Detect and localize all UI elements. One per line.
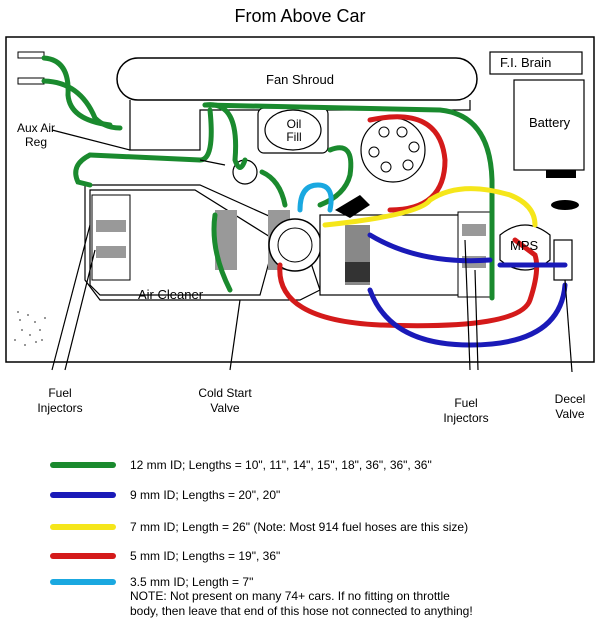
injector-right-1 — [462, 224, 486, 236]
fi-brain-label: F.I. Brain — [500, 55, 552, 70]
oil-fill-cap — [264, 109, 322, 151]
injector-left-1 — [96, 220, 126, 232]
reg-label: Reg — [24, 135, 47, 149]
cold-start-line2: Valve — [210, 401, 240, 415]
floor-speckle — [14, 311, 46, 346]
legend-text-3-5mm: 3.5 mm ID; Length = 7" — [130, 575, 254, 589]
fuel-injectors-left-line1: Fuel — [48, 386, 72, 400]
legend-text-5mm: 5 mm ID; Lengths = 19", 36" — [130, 549, 281, 563]
legend-text-12mm: 12 mm ID; Lengths = 10", 11", 14", 15", … — [130, 458, 432, 472]
diagram-title: From Above Car — [234, 6, 366, 26]
intake-right-band-2 — [345, 262, 370, 282]
aux-air-connector-top — [17, 51, 45, 59]
fan-shroud — [116, 57, 478, 101]
oil-label: Oil — [286, 117, 302, 131]
decel-line1: Decel — [554, 392, 586, 406]
hoses-7mm-yellow — [322, 186, 538, 228]
aux-air-label: Aux Air — [16, 121, 55, 135]
fan-housing — [129, 100, 471, 151]
throttle-fitting — [335, 195, 370, 218]
legend-text-7mm: 7 mm ID; Length = 26" (Note: Most 914 fu… — [130, 520, 469, 534]
mps-label: MPS — [510, 238, 539, 253]
decel-line2: Valve — [555, 407, 585, 421]
throttle-body-inner — [277, 227, 313, 263]
fi-brain-box — [489, 51, 583, 75]
legend-swatch-7mm — [50, 524, 116, 530]
legend-swatch-12mm — [50, 462, 116, 468]
fill-label: Fill — [286, 130, 302, 144]
legend-swatch-3-5mm — [50, 579, 116, 585]
aux-air-connector-bottom — [17, 77, 45, 85]
battery-post — [551, 200, 579, 210]
legend-swatch-9mm — [50, 492, 116, 498]
legend-note-line2: body, then leave that end of this hose n… — [130, 604, 473, 618]
fan-shroud-label: Fan Shroud — [266, 72, 334, 87]
hoses-9mm-blue — [367, 232, 568, 348]
cold-start-line1: Cold Start — [198, 386, 252, 400]
battery-label: Battery — [529, 115, 571, 130]
injector-left-2 — [96, 246, 126, 258]
air-cleaner-band-1 — [215, 210, 237, 270]
legend-swatch-5mm — [50, 553, 116, 559]
fuel-injectors-left-line2: Injectors — [37, 401, 83, 415]
legend-text-9mm: 9 mm ID; Lengths = 20", 20" — [130, 488, 281, 502]
distributor-terminals — [368, 126, 420, 173]
fuel-injectors-right-line1: Fuel — [454, 396, 478, 410]
injector-block-left — [91, 194, 131, 281]
fuel-injectors-right-line2: Injectors — [443, 411, 489, 425]
air-cleaner-label: Air Cleaner — [138, 287, 204, 302]
battery-tab — [546, 170, 576, 178]
legend-note-line1: NOTE: Not present on many 74+ cars. If n… — [130, 589, 450, 603]
decel-valve — [553, 239, 573, 281]
hoses-3-5mm-lightblue — [297, 182, 334, 213]
leader-lines — [51, 129, 573, 373]
engine-bay-outline — [5, 36, 595, 363]
battery-box — [513, 79, 585, 171]
